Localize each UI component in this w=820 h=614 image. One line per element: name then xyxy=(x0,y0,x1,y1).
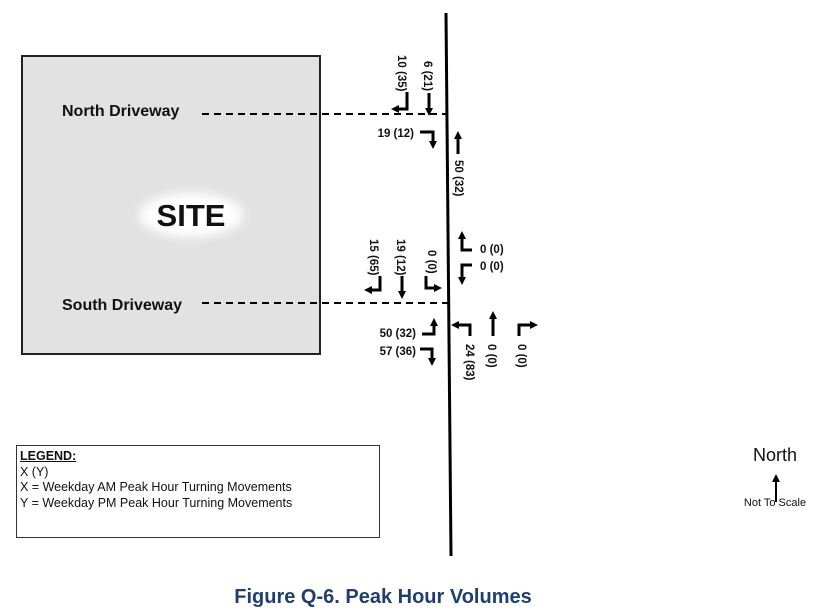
legend-box: LEGEND: X (Y) X = Weekday AM Peak Hour T… xyxy=(16,445,380,538)
south-nb-right-arrow xyxy=(517,321,538,336)
north-sb-thru-label: 6 (21) xyxy=(421,61,433,91)
north-wb-right-label: 19 (12) xyxy=(378,128,415,140)
south-east-lower-label: 0 (0) xyxy=(480,261,504,273)
north-wb-right-arrow xyxy=(420,130,437,149)
legend-line-am: X = Weekday AM Peak Hour Turning Movemen… xyxy=(20,480,292,494)
south-nb-right-label: 0 (0) xyxy=(515,344,527,368)
south-nb-left-label: 24 (83) xyxy=(463,344,475,381)
south-east-upper-arrow xyxy=(458,231,472,252)
south-east-lower-arrow xyxy=(458,263,472,285)
south-sb-right-label: 15 (65) xyxy=(367,239,379,276)
main-road xyxy=(444,12,453,557)
south-driveway-label: South Driveway xyxy=(62,297,182,314)
north-sb-right-label: 10 (35) xyxy=(395,55,407,92)
south-wb-right-arrow xyxy=(420,347,436,366)
south-sb-right-arrow xyxy=(364,276,382,294)
south-sb-left-arrow xyxy=(424,276,442,292)
north-driveway-label: North Driveway xyxy=(62,103,179,120)
legend-title: LEGEND: xyxy=(20,449,77,463)
south-wb-left-label: 50 (32) xyxy=(380,328,417,340)
north-nb-thru-label: 50 (32) xyxy=(452,160,464,197)
south-nb-left-arrow xyxy=(451,321,472,336)
south-wb-right-label: 57 (36) xyxy=(380,346,417,358)
south-sb-left-label: 0 (0) xyxy=(425,250,437,274)
north-indicator: North Not To Scale xyxy=(735,445,815,509)
scale-note: Not To Scale xyxy=(743,497,807,509)
north-sb-right-arrow xyxy=(391,92,409,113)
figure-caption: Figure Q-6. Peak Hour Volumes xyxy=(234,586,532,608)
south-nb-thru-label: 0 (0) xyxy=(485,344,497,368)
legend-line-pm: Y = Weekday PM Peak Hour Turning Movemen… xyxy=(20,495,293,510)
north-label: North xyxy=(752,445,797,465)
south-east-upper-label: 0 (0) xyxy=(480,244,504,256)
south-wb-left-arrow xyxy=(422,318,438,336)
legend-line-format: X (Y) xyxy=(20,464,49,479)
site-label-glow xyxy=(139,193,243,237)
site-label: SITE xyxy=(157,198,226,233)
south-sb-thru-label: 19 (12) xyxy=(394,239,406,276)
